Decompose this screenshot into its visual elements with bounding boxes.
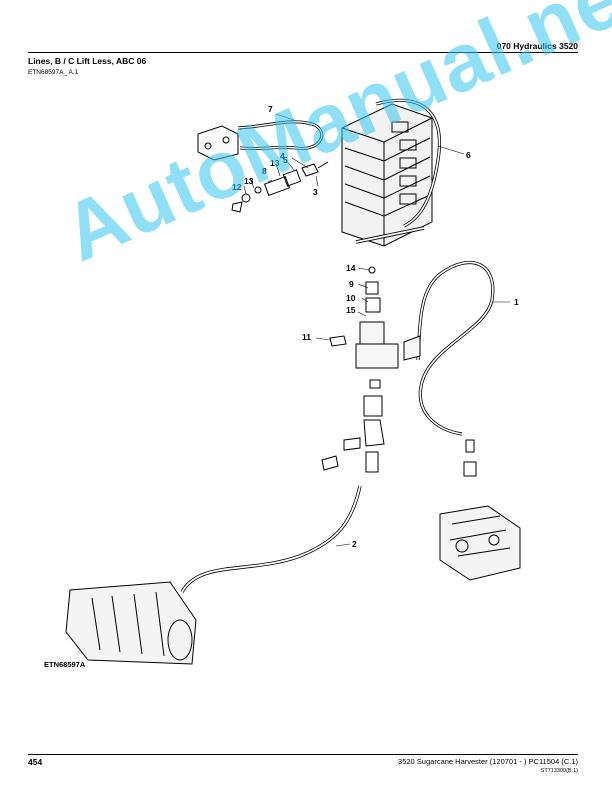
callout-8: 8 [262,166,267,176]
hose-2 [180,485,362,593]
callout-1: 1 [514,297,519,307]
callout-11: 11 [302,332,311,342]
page-title: Lines, B / C Lift Less, ABC 06 [28,56,147,66]
callout-10: 10 [346,293,356,303]
callout-14: 14 [346,263,356,273]
valve-assembly-right [439,439,521,581]
bracket-left [197,125,239,161]
callout-13-upper: 13 [270,158,280,168]
valve-block [341,103,433,247]
page-number: 454 [28,757,43,767]
callout-12: 12 [232,182,242,192]
leader-lines [243,113,510,547]
callout-3: 3 [313,187,318,197]
footer-rule [28,754,578,755]
callout-6: 6 [466,150,471,160]
callout-13-lower: 13 [244,176,254,186]
figure-reference: ETN68597A_ A.1 [28,69,79,76]
header-rule [28,52,578,53]
callout-4: 4 [280,151,285,161]
fitting-column [321,266,399,473]
callout-5: 5 [283,155,288,165]
callout-15: 15 [346,305,356,315]
callout-9: 9 [349,279,354,289]
callout-2: 2 [352,539,357,549]
footer-code: ST713300(B.1) [540,768,578,774]
figure-label: ETN68597A [44,660,86,669]
callout-7: 7 [268,104,273,114]
section-header: 070 Hydraulics 3520 [496,41,578,51]
cylinder-assembly-left [65,581,197,665]
footer-text: 3520 Sugarcane Harvester (120701 - ) PC1… [398,757,578,766]
